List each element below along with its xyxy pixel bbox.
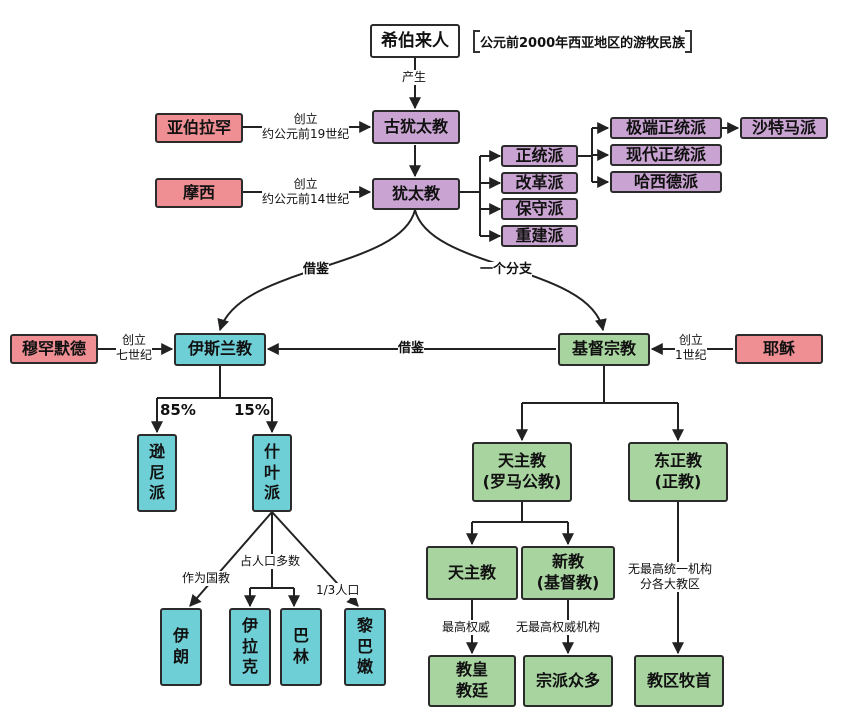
node-muhammad: 穆罕默德 (10, 334, 98, 364)
node-jesus: 耶稣 (735, 334, 823, 364)
node-catholic: 天主教 (426, 546, 518, 600)
node-reform: 改革派 (501, 172, 578, 194)
node-hasidic: 哈西德派 (610, 171, 722, 193)
label-founded-14bc: 创立约公元前14世纪 (262, 177, 350, 207)
label-sunni-pct: 85% (160, 401, 196, 419)
edge-christianity-split (522, 366, 678, 404)
node-ultra-orthodox: 极端正统派 (610, 117, 722, 139)
label-majority: 占人口多数 (240, 554, 301, 569)
node-sunni: 逊尼派 (137, 434, 177, 512)
node-moses: 摩西 (155, 178, 243, 208)
node-pope: 教皇教廷 (428, 655, 516, 707)
edge-judaism-branches (460, 156, 481, 236)
label-branch: 一个分支 (480, 262, 533, 279)
edge-islam-split (157, 366, 272, 399)
node-modern-orthodox: 现代正统派 (610, 144, 722, 166)
label-one-third: 1/3人口 (316, 583, 360, 598)
node-bahrain: 巴林 (280, 608, 322, 686)
node-abraham: 亚伯拉罕 (155, 113, 243, 143)
node-bishops: 教区牧首 (634, 655, 724, 707)
node-islam: 伊斯兰教 (174, 333, 266, 366)
node-iran: 伊朗 (160, 608, 202, 686)
label-no-highest-authority: 无最高权威机构 (516, 620, 601, 635)
label-founded-7c: 创立七世纪 (116, 333, 153, 363)
node-christianity: 基督宗教 (558, 333, 650, 366)
node-denominations: 宗派众多 (523, 655, 613, 707)
label-founded-19bc: 创立约公元前19世纪 (262, 112, 350, 142)
node-judaism: 犹太教 (372, 178, 460, 210)
label-produced: 产生 (402, 70, 427, 85)
node-orthodox: 正统派 (501, 145, 578, 167)
node-satmar: 沙特马派 (740, 117, 828, 139)
node-iraq: 伊拉克 (229, 608, 271, 686)
edge-catholic-split (472, 502, 568, 523)
node-orthodox-church: 东正教(正教) (628, 442, 728, 502)
edge-shia-iran (189, 511, 273, 607)
node-conservative: 保守派 (501, 198, 578, 220)
node-shia: 什叶派 (252, 434, 292, 512)
node-lebanon: 黎巴嫩 (344, 608, 386, 686)
label-highest-authority: 最高权威 (442, 620, 491, 635)
label-no-unified: 无最高统一机构分各大教区 (628, 562, 713, 592)
label-borrowed-2: 借鉴 (398, 341, 425, 358)
label-borrowed-1: 借鉴 (303, 262, 330, 279)
label-shia-pct: 15% (234, 401, 270, 419)
node-hebrews: 希伯来人 (370, 24, 460, 58)
node-protestant: 新教(基督教) (521, 546, 615, 600)
label-state-religion: 作为国教 (182, 571, 231, 586)
hebrews-description: 公元前2000年西亚地区的游牧民族 (472, 30, 693, 53)
node-catholic-roman: 天主教(罗马公教) (472, 442, 572, 502)
node-reconstructionist: 重建派 (501, 225, 578, 247)
edge-orthodox-branches (578, 128, 593, 182)
node-proto-judaism: 古犹太教 (372, 110, 460, 144)
